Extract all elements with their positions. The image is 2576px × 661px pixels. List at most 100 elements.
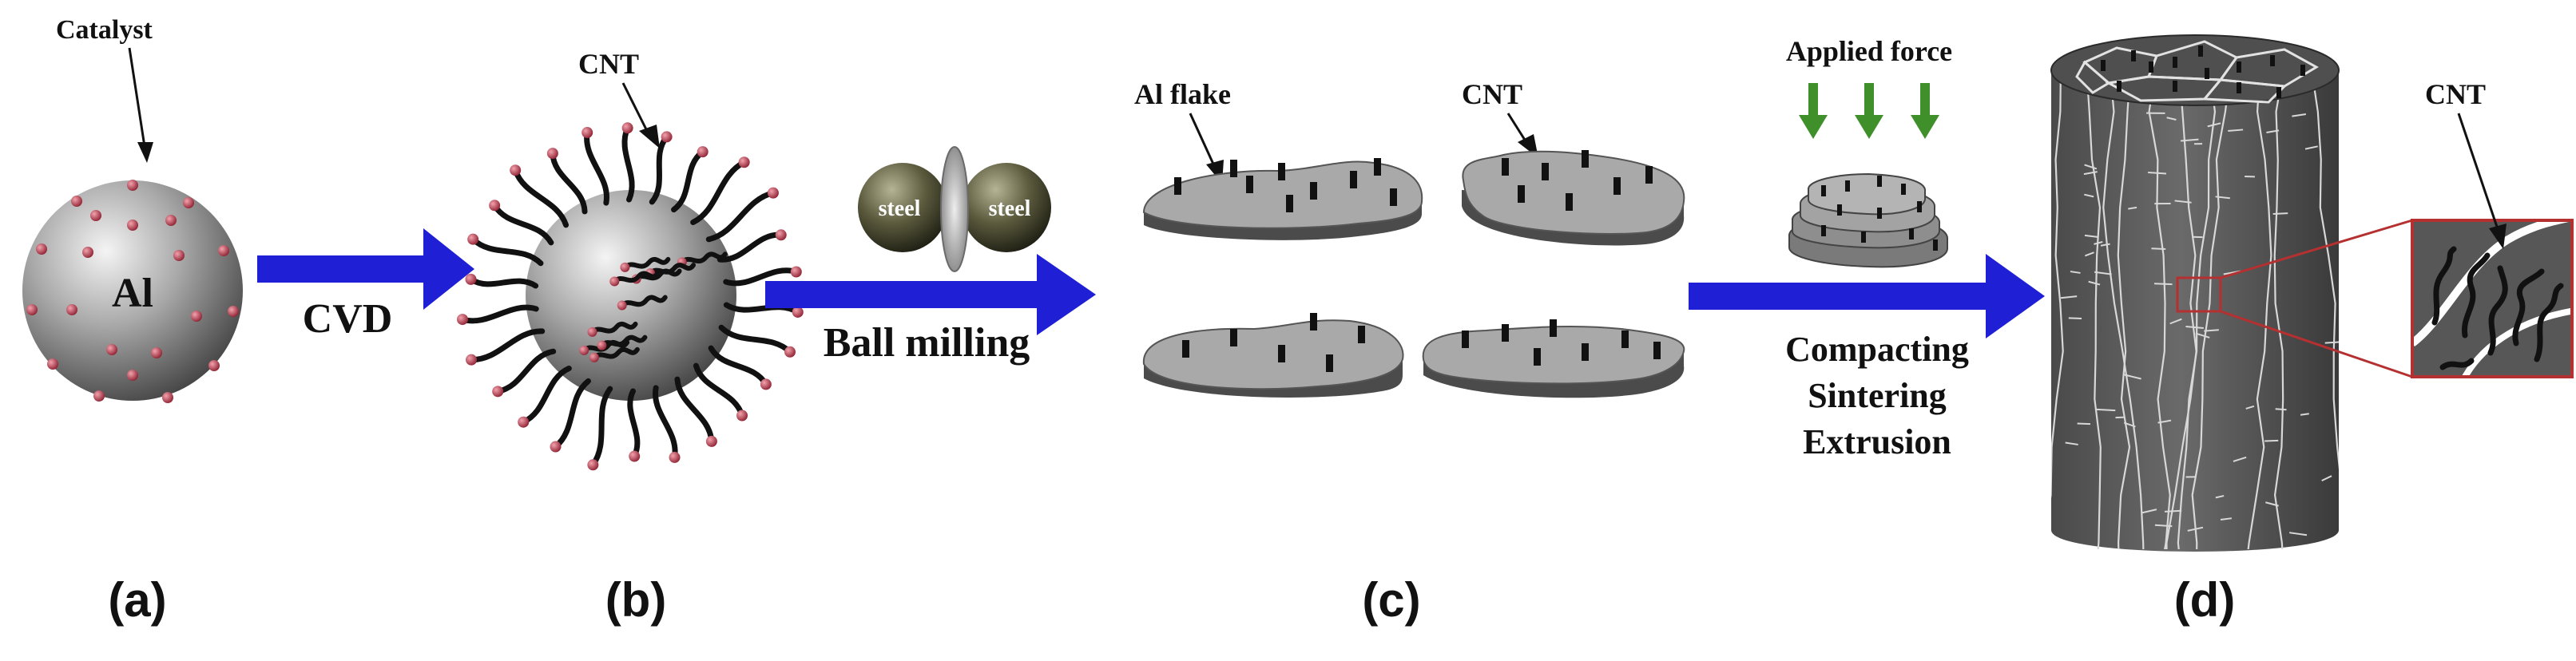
grain-boundary	[2153, 283, 2173, 286]
catalyst-dot-icon	[784, 346, 796, 358]
catalyst-dot-icon	[228, 306, 239, 317]
cnt-rod	[2173, 81, 2177, 92]
cnt-rod	[1310, 182, 1317, 200]
cnt-pointer-c	[1506, 113, 1529, 144]
cnt-rod	[1582, 343, 1589, 361]
grain-boundary	[2148, 70, 2171, 549]
cnt-rod	[1358, 326, 1365, 343]
cnt-strand	[621, 125, 635, 203]
catalyst-dot-icon	[617, 300, 627, 311]
cnt-strand	[627, 388, 641, 460]
grain-boundary	[2272, 212, 2288, 215]
grain-boundary	[2289, 532, 2308, 536]
cnt-strand	[470, 236, 544, 267]
cnt-label-d: CNT	[2425, 78, 2486, 110]
cnt-strand	[2534, 283, 2564, 362]
catalyst-dot-icon	[738, 156, 750, 168]
cnt-strand	[622, 256, 671, 270]
cnt-strand	[553, 378, 591, 450]
grain-boundary	[2102, 70, 2145, 549]
grain-boundary	[2083, 171, 2098, 176]
grain-boundary	[2266, 129, 2280, 133]
panel-c-label: (c)	[1362, 573, 1420, 627]
catalyst-dot-icon	[93, 390, 105, 402]
cnt-strand	[520, 365, 572, 425]
steel-ball-right	[962, 163, 1051, 252]
grain-boundary	[2215, 196, 2230, 200]
cnt-strand	[674, 376, 715, 445]
catalyst-dot-icon	[71, 196, 82, 207]
panel-d: CNT (d)	[2050, 34, 2574, 627]
cnt-rod	[1502, 158, 1509, 176]
cnt-pointer-head-d	[2489, 224, 2507, 249]
catalyst-dot-icon	[466, 354, 478, 366]
cnt-strand	[591, 346, 640, 360]
cnt-rod	[1390, 188, 1397, 206]
grain-boundary	[2141, 509, 2157, 514]
compacted-flake-stack	[1788, 172, 1948, 268]
catalyst-dot-icon	[579, 345, 589, 355]
catalyst-dot-icon	[218, 245, 229, 256]
grain-boundary	[2187, 526, 2204, 532]
grain-boundary	[2207, 122, 2221, 128]
grain-boundary	[2265, 501, 2279, 507]
grain-boundary	[2070, 271, 2081, 274]
cnt-strand	[723, 302, 801, 315]
cnt-strand	[653, 385, 678, 461]
panel-b-label: (b)	[605, 573, 667, 627]
cnt-rod	[1502, 324, 1509, 342]
grain-boundary	[2122, 374, 2141, 380]
cnt-strand	[671, 148, 706, 213]
cnt-rod	[1582, 150, 1589, 168]
cnt-coated-particle	[526, 190, 736, 401]
grain-boundary	[2174, 200, 2192, 204]
grain-boundary	[2084, 193, 2094, 198]
catalyst-dot-icon	[208, 360, 220, 371]
grain-boundary	[2065, 441, 2078, 445]
grain-boundary	[2123, 422, 2136, 428]
cnt-rod	[1246, 176, 1253, 193]
cnt-strand	[648, 263, 697, 276]
cnt-rod	[2117, 81, 2122, 92]
cnt-rod	[1278, 345, 1285, 362]
catalyst-dot-icon	[66, 304, 77, 315]
cnt-strand	[512, 167, 570, 228]
catalyst-dot-icon	[736, 410, 748, 422]
force-arrow-shaft	[1920, 83, 1930, 117]
cnt-rod	[1462, 330, 1469, 348]
cnt-strand	[589, 321, 638, 334]
force-arrow-icon	[1911, 115, 1939, 139]
cnt-strand	[2512, 268, 2545, 346]
grain-boundary	[2310, 70, 2339, 470]
cnt-rod	[1174, 177, 1181, 195]
grain-boundary	[2245, 405, 2255, 410]
consolidation-step: Compacting Sintering Extrusion	[1689, 254, 2045, 461]
cnt-strand	[494, 348, 557, 394]
catalyst-dot-icon	[456, 314, 468, 326]
catalyst-dot-icon	[191, 311, 202, 322]
cnt-rod	[1909, 228, 1914, 239]
grain-boundary	[2051, 70, 2064, 499]
cnt-rod	[1534, 348, 1541, 366]
cnt-rod	[1182, 340, 1189, 358]
catalyst-dot-icon	[26, 304, 38, 315]
catalyst-dot-icon	[629, 450, 641, 462]
cnt-strand	[459, 304, 539, 324]
catalyst-dot-icon	[127, 220, 138, 231]
grain-boundary	[2157, 419, 2172, 424]
force-arrow-shaft	[1864, 83, 1874, 117]
cnt-strand	[2431, 246, 2457, 326]
panel-a-label: (a)	[108, 573, 166, 627]
al-flake	[1462, 150, 1685, 246]
grain-boundary	[2100, 243, 2110, 247]
cnt-rod	[1230, 329, 1237, 346]
grain-boundary	[2275, 408, 2287, 411]
steel-ball-left	[858, 163, 947, 252]
cnt-strand	[589, 386, 613, 468]
cnt-strand	[693, 362, 745, 418]
cnt-rod	[1645, 166, 1653, 184]
grain-boundary	[2195, 332, 2210, 338]
grain-boundary	[2273, 70, 2284, 549]
grain-boundary	[2060, 295, 2078, 299]
